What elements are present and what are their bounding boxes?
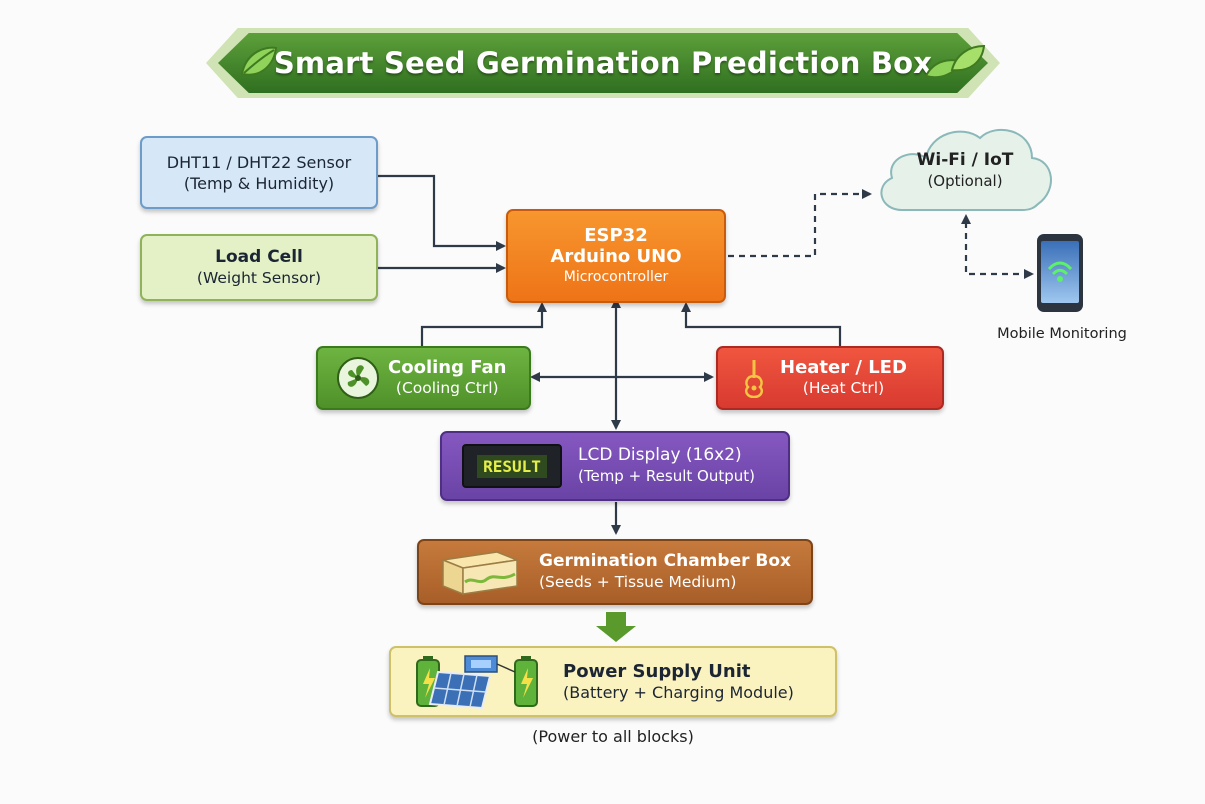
heater-to-mcu-wire — [681, 302, 842, 346]
fan-to-mcu-wire — [420, 302, 547, 346]
leaf-icon — [240, 46, 278, 76]
dht-sensor-block: DHT11 / DHT22 Sensor (Temp & Humidity) — [140, 136, 378, 209]
fan-subtitle: (Cooling Ctrl) — [395, 379, 499, 397]
wifi-subtitle: (Optional) — [927, 172, 1003, 190]
mcu-board: Arduino UNO — [550, 245, 682, 267]
load-cell-block: Load Cell (Weight Sensor) — [140, 234, 378, 301]
chamber-subtitle: (Seeds + Tissue Medium) — [539, 573, 737, 591]
solar-panel-icon — [428, 670, 492, 710]
heater-subtitle: (Heat Ctrl) — [802, 379, 885, 397]
load-cell-subtitle: (Weight Sensor) — [196, 268, 322, 287]
wifi-icon — [1047, 261, 1073, 282]
chamber-title: Germination Chamber Box — [539, 551, 792, 571]
title-banner: Smart Seed Germination Prediction Box — [218, 33, 988, 93]
dht-subtitle: (Temp & Humidity) — [183, 173, 335, 193]
mobile-monitoring-label: Mobile Monitoring — [997, 326, 1127, 342]
wifi-iot-label: Wi-Fi / IoT (Optional) — [872, 150, 1058, 192]
chamber-icon — [440, 551, 520, 596]
heater-block: Heater / LED (Heat Ctrl) — [716, 346, 944, 410]
mcu-subtitle: Microcontroller — [563, 268, 669, 285]
battery-icon — [416, 654, 538, 707]
wifi-title: Wi-Fi / IoT — [916, 150, 1014, 170]
lcd-display-block: RESULT LCD Display (16x2) (Temp + Result… — [440, 431, 790, 501]
power-subtitle: (Battery + Charging Module) — [563, 682, 794, 702]
germination-chamber-block: Germination Chamber Box (Seeds + Tissue … — [417, 539, 813, 605]
lcd-icon: RESULT — [462, 444, 562, 488]
power-title: Power Supply Unit — [563, 660, 751, 682]
heater-title: Heater / LED — [780, 357, 907, 378]
phone-icon — [1037, 234, 1083, 312]
guitar-icon — [745, 360, 763, 398]
lcd-screen-text: RESULT — [477, 454, 547, 478]
lcd-title: LCD Display (16x2) — [578, 445, 742, 465]
power-arrow — [596, 612, 636, 642]
cloud-icon — [880, 128, 1052, 211]
cooling-fan-block: Cooling Fan (Cooling Ctrl) — [316, 346, 531, 410]
dht-title: DHT11 / DHT22 Sensor — [166, 152, 352, 172]
power-note: (Power to all blocks) — [532, 727, 694, 746]
fan-icon — [337, 357, 379, 399]
cloud-to-phone-wire — [961, 214, 1034, 279]
mcu-to-cloud-wire — [728, 189, 872, 258]
leaf-icon — [924, 44, 986, 79]
microcontroller-block: ESP32 Arduino UNO Microcontroller — [506, 209, 726, 303]
fan-title: Cooling Fan — [388, 357, 507, 378]
phone-screen — [1041, 241, 1079, 303]
load-cell-title: Load Cell — [215, 246, 303, 267]
dht-to-mcu-wire — [378, 174, 506, 251]
diagram-title: Smart Seed Germination Prediction Box — [273, 46, 933, 80]
mcu-title: ESP32 — [584, 224, 648, 246]
lcd-subtitle: (Temp + Result Output) — [578, 467, 756, 485]
